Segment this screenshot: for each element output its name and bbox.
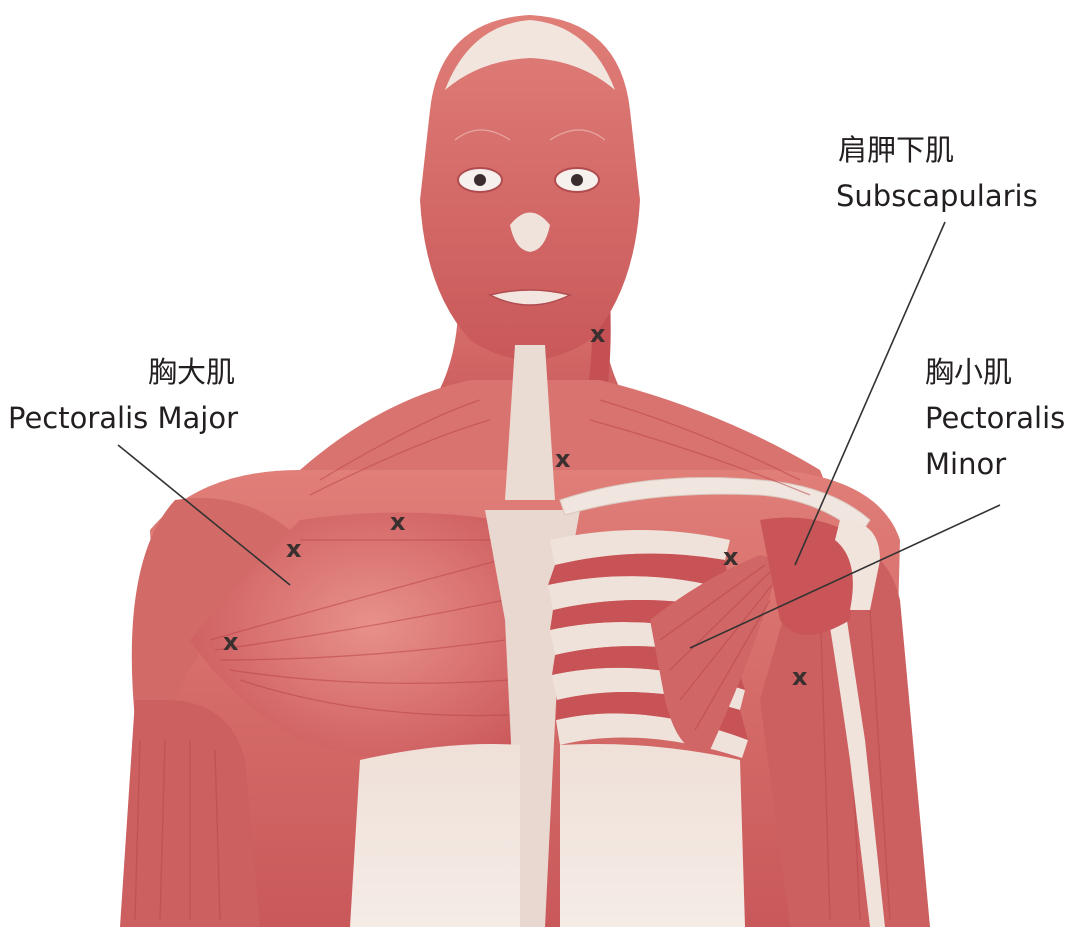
marker-x: x xyxy=(390,508,406,536)
trigger-point-markers: x x x x x x x xyxy=(223,320,808,691)
subscapularis-cn: 肩胛下肌 xyxy=(838,133,954,167)
pectoralis-minor-cn: 胸小肌 xyxy=(925,355,1012,389)
pectoralis-minor-en-line2: Minor xyxy=(925,447,1006,481)
marker-x: x xyxy=(223,628,239,656)
subscapularis-en: Subscapularis xyxy=(836,179,1038,213)
marker-x: x xyxy=(792,663,808,691)
subscapularis-leader-line xyxy=(795,222,945,565)
label-subscapularis: 肩胛下肌 Subscapularis xyxy=(836,133,1038,213)
pectoralis-major-en: Pectoralis Major xyxy=(8,401,238,435)
pectoralis-minor-leader-line xyxy=(690,505,1000,648)
pectoralis-minor-en-line1: Pectoralis xyxy=(925,401,1065,435)
marker-x: x xyxy=(555,445,571,473)
label-pectoralis-major: 胸大肌 Pectoralis Major xyxy=(8,355,238,435)
marker-x: x xyxy=(590,320,606,348)
marker-x: x xyxy=(286,535,302,563)
label-pectoralis-minor: 胸小肌 Pectoralis Minor xyxy=(925,355,1065,481)
pectoralis-major-leader-line xyxy=(118,445,290,585)
pectoralis-major-cn: 胸大肌 xyxy=(148,355,235,389)
marker-x: x xyxy=(723,543,739,571)
